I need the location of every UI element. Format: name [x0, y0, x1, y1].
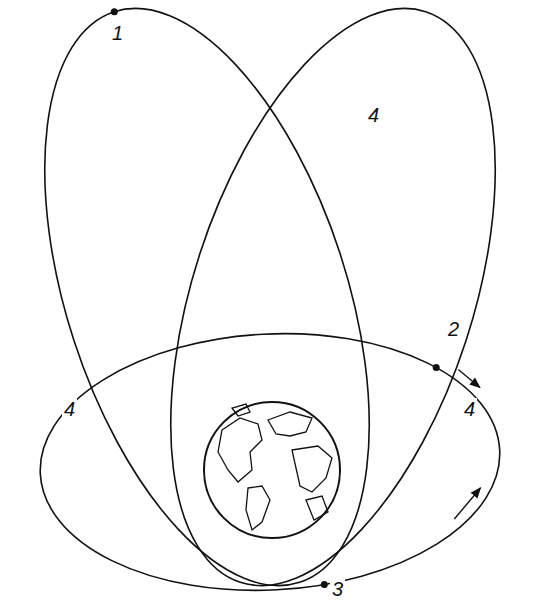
earth-gap — [198, 396, 346, 544]
callout-number: 1 — [110, 22, 125, 44]
continent-outline — [292, 446, 332, 492]
earth — [204, 402, 340, 538]
direction-arrow — [458, 369, 480, 387]
continent-outline — [246, 486, 270, 530]
continent-outline — [306, 496, 328, 520]
callout-number: 4 — [462, 398, 477, 420]
continent-outline — [268, 412, 312, 436]
equatorial-orbit — [34, 322, 507, 602]
callout-number: 2 — [446, 318, 461, 340]
callout-number: 3 — [330, 578, 345, 600]
callout-number: 4 — [366, 104, 381, 126]
satellite-dot — [111, 8, 118, 15]
satellite-dot — [433, 364, 440, 371]
polar-orbit-left — [0, 0, 433, 607]
direction-arrow — [454, 488, 480, 519]
polar-orbit-right — [107, 0, 539, 607]
callout-number: 4 — [62, 398, 77, 420]
continent-outline — [218, 418, 262, 482]
continent-outline — [232, 404, 250, 416]
satellite-dot — [321, 581, 328, 588]
